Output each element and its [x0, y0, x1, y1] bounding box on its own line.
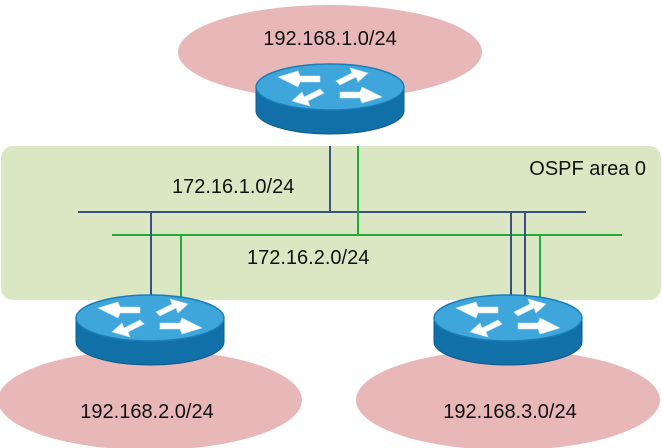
router-icon[interactable] [433, 294, 583, 366]
router-icon[interactable] [75, 294, 225, 366]
router-icon[interactable] [255, 63, 405, 135]
ospf-area-box [1, 146, 661, 300]
lan-right-label: 192.168.3.0/24 [443, 401, 576, 423]
lan-top-label: 192.168.1.0/24 [263, 28, 396, 50]
lan-top-area [178, 5, 482, 99]
blue-subnet-label: 172.16.1.0/24 [172, 176, 294, 198]
lan-left-label: 192.168.2.0/24 [80, 401, 213, 423]
lan-right-area [356, 350, 660, 448]
lan-left-area [0, 350, 302, 448]
area-label: OSPF area 0 [529, 158, 646, 180]
green-subnet-label: 172.16.2.0/24 [247, 247, 369, 269]
